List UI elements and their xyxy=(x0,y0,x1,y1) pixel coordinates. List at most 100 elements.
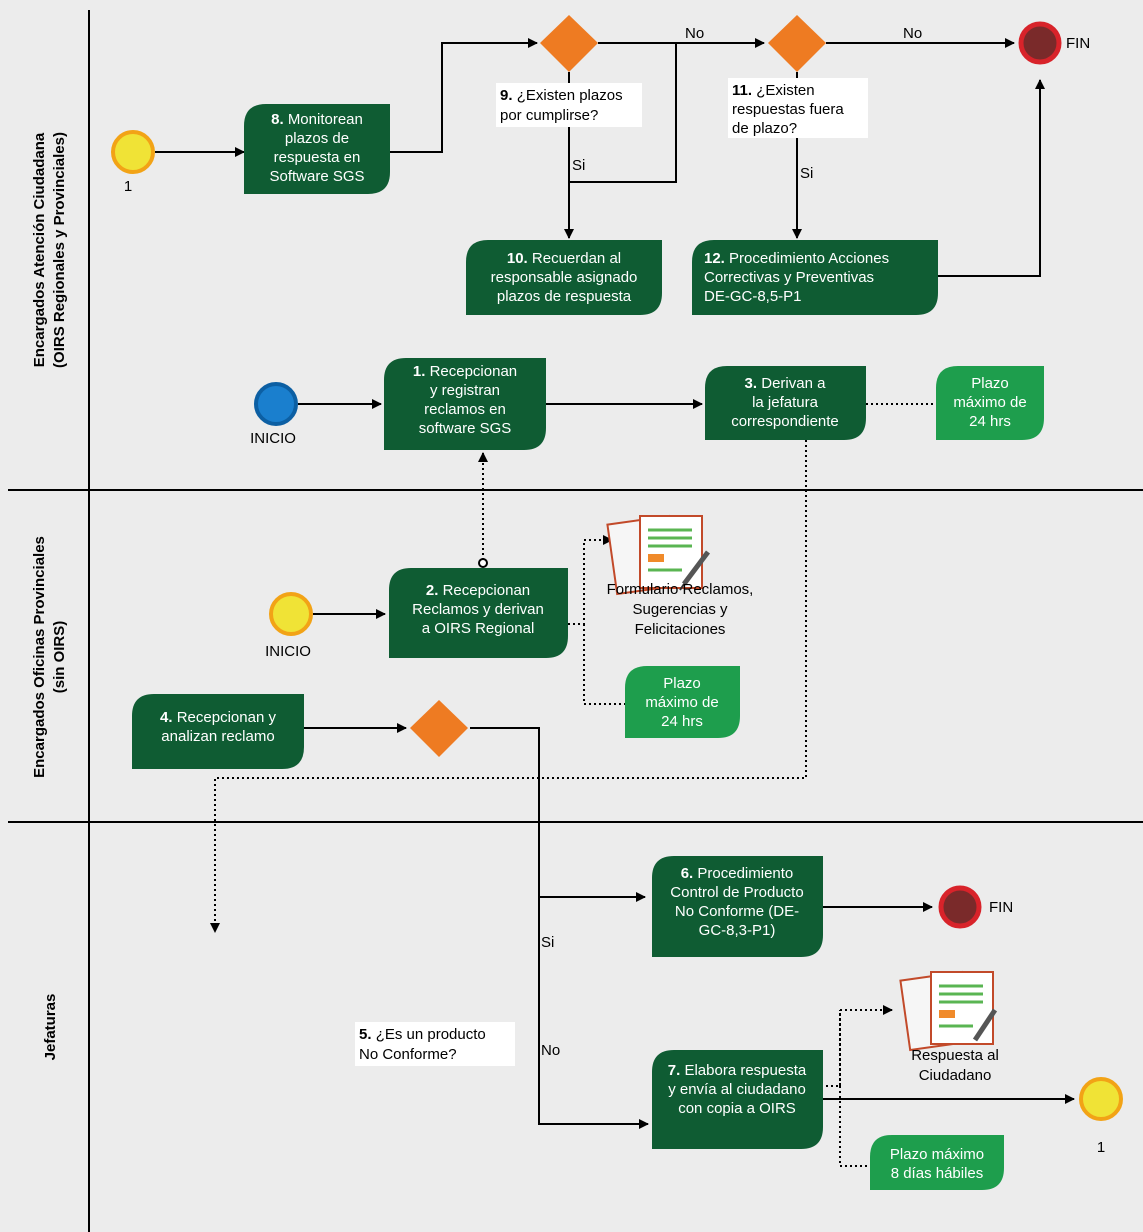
svg-text:reclamos en: reclamos en xyxy=(424,401,506,418)
task-6: 6. Procedimiento Control de Producto No … xyxy=(652,856,823,957)
document-formulario-icon xyxy=(606,514,710,596)
gateway-5-question: 5. ¿Es un producto No Conforme? xyxy=(355,1022,515,1066)
svg-text:y registran: y registran xyxy=(430,382,500,399)
lane-label-3: Jefaturas xyxy=(42,994,59,1061)
flow-task-12-to-end xyxy=(938,79,1045,277)
svg-text:Reclamos y derivan: Reclamos y derivan xyxy=(412,601,544,618)
svg-text:1. Recepcionan: 1. Recepcionan xyxy=(413,363,517,380)
lane-2-background xyxy=(0,490,1143,822)
svg-text:máximo de: máximo de xyxy=(953,394,1026,411)
svg-text:responsable asignado: responsable asignado xyxy=(491,269,638,286)
gateway-11 xyxy=(768,15,826,72)
svg-text:Encargados Oficinas Provincial: Encargados Oficinas Provinciales xyxy=(31,536,48,778)
end-event-fin-mid: FIN xyxy=(938,885,1013,929)
svg-text:respuesta en: respuesta en xyxy=(274,149,361,166)
svg-text:correspondiente: correspondiente xyxy=(731,413,839,430)
association-task-7-to-document-2b xyxy=(826,1005,893,1087)
note-plazo-8-dias: Plazo máximo 8 días hábiles xyxy=(870,1135,1004,1190)
document-respuesta-label: Respuesta al Ciudadano xyxy=(911,1047,999,1084)
svg-text:plazos de respuesta: plazos de respuesta xyxy=(497,288,632,305)
svg-text:INICIO: INICIO xyxy=(250,430,296,447)
flow-task-8-to-gateway-9 xyxy=(390,38,538,153)
task-10: 10. Recuerdan al responsable asignado pl… xyxy=(466,240,662,315)
svg-text:No Conforme (DE-: No Conforme (DE- xyxy=(675,903,799,920)
svg-text:24 hrs: 24 hrs xyxy=(969,413,1011,430)
flow-label-si-9: Si xyxy=(572,157,585,174)
svg-text:Sugerencias y: Sugerencias y xyxy=(632,601,728,618)
svg-text:2. Recepcionan: 2. Recepcionan xyxy=(426,582,530,599)
gateway-11-question: 11. ¿Existen respuestas fuera de plazo? xyxy=(728,78,868,138)
svg-text:(OIRS Regionales y Provinciale: (OIRS Regionales y Provinciales) xyxy=(51,132,68,368)
svg-text:máximo de: máximo de xyxy=(645,694,718,711)
svg-text:5. ¿Es un producto: 5. ¿Es un producto xyxy=(359,1026,486,1043)
svg-text:FIN: FIN xyxy=(1066,35,1090,52)
svg-text:la jefatura: la jefatura xyxy=(752,394,819,411)
svg-text:(sin OIRS): (sin OIRS) xyxy=(51,621,68,694)
gateway-9-question: 9. ¿Existen plazos por cumplirse? xyxy=(496,83,642,127)
svg-text:9. ¿Existen plazos: 9. ¿Existen plazos xyxy=(500,87,623,104)
flow-gateway-5-to-task-7 xyxy=(538,728,649,1129)
svg-text:8 días hábiles: 8 días hábiles xyxy=(891,1165,984,1182)
svg-text:por cumplirse?: por cumplirse? xyxy=(500,107,598,124)
svg-text:software SGS: software SGS xyxy=(419,420,512,437)
svg-text:FIN: FIN xyxy=(989,899,1013,916)
task-7: 7. Elabora respuesta y envía al ciudadan… xyxy=(652,1050,823,1149)
end-event-fin-top: FIN xyxy=(1018,21,1090,65)
link-event-in: 1 xyxy=(111,130,155,195)
svg-text:12. Procedimiento Acciones: 12. Procedimiento Acciones xyxy=(704,250,889,267)
svg-text:Plazo máximo: Plazo máximo xyxy=(890,1146,984,1163)
svg-text:6. Procedimiento: 6. Procedimiento xyxy=(681,865,794,882)
svg-text:3. Derivan a: 3. Derivan a xyxy=(745,375,827,392)
task-4: 4. Recepcionan y analizan reclamo xyxy=(132,694,304,769)
association-task-2-to-note-2 xyxy=(583,624,625,705)
flow-loop-back xyxy=(569,43,677,183)
svg-text:Ciudadano: Ciudadano xyxy=(919,1067,992,1084)
svg-text:Formulario Reclamos,: Formulario Reclamos, xyxy=(607,581,754,598)
note-plazo-24-hrs-1: Plazo máximo de 24 hrs xyxy=(936,366,1044,440)
svg-text:Jefaturas: Jefaturas xyxy=(42,994,59,1061)
lane-label-2: Encargados Oficinas Provinciales (sin OI… xyxy=(31,536,68,778)
svg-text:y envía al ciudadano: y envía al ciudadano xyxy=(668,1081,806,1098)
task-12: 12. Procedimiento Acciones Correctivas y… xyxy=(692,240,938,315)
svg-text:Felicitaciones: Felicitaciones xyxy=(635,621,726,638)
association-task-7-to-note-3 xyxy=(839,1086,870,1167)
svg-text:Software SGS: Software SGS xyxy=(269,168,364,185)
association-task-3-to-task-4 xyxy=(210,440,807,933)
svg-text:24 hrs: 24 hrs xyxy=(661,713,703,730)
svg-text:8. Monitorean: 8. Monitorean xyxy=(271,111,363,128)
svg-text:Respuesta al: Respuesta al xyxy=(911,1047,999,1064)
start-event-inicio-2: INICIO xyxy=(265,592,313,660)
svg-text:de plazo?: de plazo? xyxy=(732,120,797,137)
flow-label-si-11: Si xyxy=(800,165,813,182)
gateway-9 xyxy=(540,15,598,72)
task-3: 3. Derivan a la jefatura correspondiente xyxy=(705,366,866,440)
svg-text:Plazo: Plazo xyxy=(971,375,1009,392)
document-formulario-label: Formulario Reclamos, Sugerencias y Felic… xyxy=(607,581,754,638)
flow-label-no-5: No xyxy=(541,1042,560,1059)
svg-text:Control de Producto: Control de Producto xyxy=(670,884,803,901)
svg-text:INICIO: INICIO xyxy=(265,643,311,660)
svg-text:con copia a OIRS: con copia a OIRS xyxy=(678,1100,796,1117)
svg-text:7. Elabora respuesta: 7. Elabora respuesta xyxy=(668,1062,807,1079)
svg-text:11. ¿Existen: 11. ¿Existen xyxy=(732,82,815,99)
svg-text:analizan reclamo: analizan reclamo xyxy=(161,728,274,745)
link-event-out: 1 xyxy=(1079,1077,1123,1156)
svg-text:plazos de: plazos de xyxy=(285,130,349,147)
task-8: 8. Monitorean plazos de respuesta en Sof… xyxy=(244,104,390,194)
svg-text:1: 1 xyxy=(124,178,132,195)
svg-text:4. Recepcionan y: 4. Recepcionan y xyxy=(160,709,276,726)
task-2: 2. Recepcionan Reclamos y derivan a OIRS… xyxy=(389,568,568,658)
task-1: 1. Recepcionan y registran reclamos en s… xyxy=(384,358,546,450)
svg-text:a OIRS Regional: a OIRS Regional xyxy=(422,620,535,637)
svg-text:10. Recuerdan al: 10. Recuerdan al xyxy=(507,250,621,267)
svg-text:1: 1 xyxy=(1097,1139,1105,1156)
svg-text:Plazo: Plazo xyxy=(663,675,701,692)
start-event-inicio: INICIO xyxy=(250,382,298,447)
association-origin-marker xyxy=(478,558,488,568)
flow-label-no-9: No xyxy=(685,25,704,42)
gateway-5 xyxy=(410,700,468,757)
svg-text:No Conforme?: No Conforme? xyxy=(359,1046,457,1063)
note-plazo-24-hrs-2: Plazo máximo de 24 hrs xyxy=(625,666,740,738)
svg-text:Correctivas y Preventivas: Correctivas y Preventivas xyxy=(704,269,874,286)
